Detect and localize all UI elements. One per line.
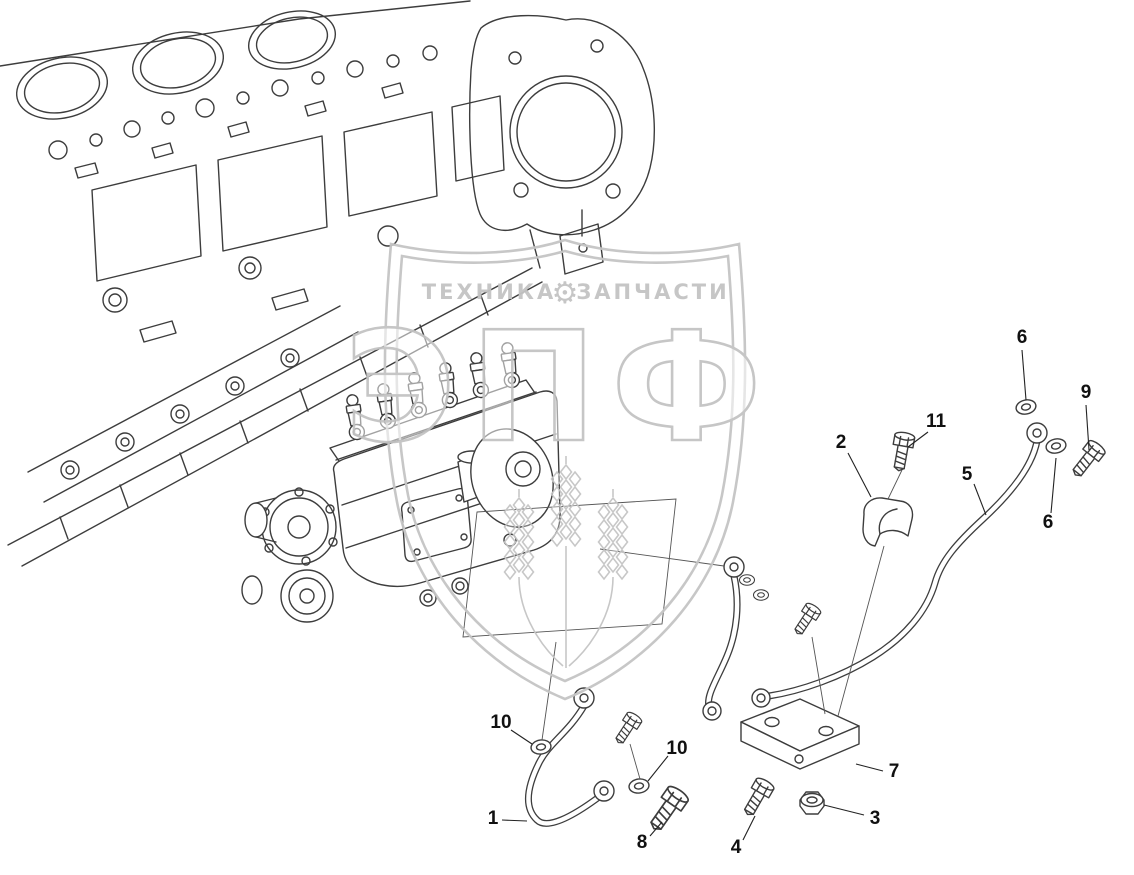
bolt-4 xyxy=(738,775,777,821)
injection-pump xyxy=(241,341,561,623)
callout-label-6a: 6 xyxy=(1017,327,1028,348)
gear-icon: ⚙ xyxy=(552,276,579,311)
bolt-11 xyxy=(888,430,916,474)
washer-small-b xyxy=(752,589,770,601)
callout-label-3: 3 xyxy=(870,808,881,829)
callout-label-4: 4 xyxy=(731,837,742,858)
callout-label-10b: 10 xyxy=(666,738,687,759)
washer-small-a xyxy=(738,574,756,586)
callout-label-10a: 10 xyxy=(490,712,511,733)
fuel-pipe-5 xyxy=(751,422,1048,708)
watermark: ТЕХНИКА ⚙ ЗАПЧАСТИ ЭПФ xyxy=(343,238,776,701)
banjo-bolt-small-b xyxy=(789,600,823,639)
fuel-pipe-a xyxy=(702,556,745,721)
callout-label-2: 2 xyxy=(836,432,847,453)
watermark-shield-outer xyxy=(383,238,747,701)
washer-6-upper xyxy=(1014,397,1038,417)
callouts: 6 9 11 2 5 6 10 10 7 1 8 4 3 xyxy=(488,327,1092,858)
callout-label-6b: 6 xyxy=(1043,512,1054,533)
watermark-right-text: ЗАПЧАСТИ xyxy=(576,280,729,304)
engine-block xyxy=(0,0,655,567)
nut-3 xyxy=(799,791,825,815)
fuel-pipe-1 xyxy=(524,687,615,827)
watermark-shield-inner xyxy=(395,249,735,683)
watermark-left-text: ТЕХНИКА xyxy=(422,280,556,304)
banjo-bolt-small-a xyxy=(610,709,644,748)
callout-label-9: 9 xyxy=(1081,382,1092,403)
callout-label-1: 1 xyxy=(488,808,499,829)
washer-6-lower xyxy=(1044,436,1068,456)
bolt-9 xyxy=(1066,437,1108,482)
callout-label-8: 8 xyxy=(637,832,648,853)
wheat-emblem xyxy=(505,456,628,668)
bolt-8 xyxy=(643,783,692,837)
callout-label-11: 11 xyxy=(926,411,947,432)
bracket-7 xyxy=(740,698,860,770)
fuel-pipes xyxy=(524,422,1048,827)
callout-label-7: 7 xyxy=(889,761,900,782)
washer-10-right xyxy=(627,776,651,796)
watermark-brand: ЭПФ xyxy=(344,299,776,476)
clamp-2 xyxy=(862,497,914,547)
callout-label-5: 5 xyxy=(962,464,973,485)
